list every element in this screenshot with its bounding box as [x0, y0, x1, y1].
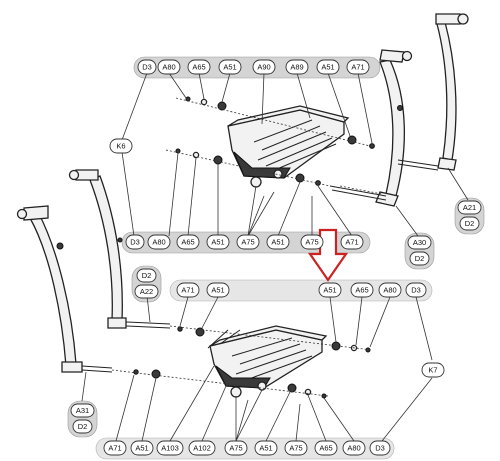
part-a51-mid	[213, 155, 223, 165]
label-mid-4: A75	[241, 238, 254, 247]
label-b-5: A51	[259, 444, 272, 453]
lower-pedal	[209, 325, 328, 398]
part-a80-top	[185, 96, 191, 102]
label-b-9: D3	[375, 444, 385, 453]
label-a31-d2: D2	[78, 422, 88, 431]
label-b-1: A51	[135, 444, 148, 453]
label-b-8: A80	[347, 444, 360, 453]
label-b-3: A102	[193, 444, 211, 453]
stack-a21: A21 D2	[457, 200, 482, 231]
upper-outer-arm	[435, 13, 469, 171]
label-mid-5: A51	[271, 238, 284, 247]
part-a65-top	[200, 98, 208, 106]
label-mid-7: A71	[345, 238, 358, 247]
label-k6: K6	[116, 142, 125, 151]
label-lt-2: A51	[323, 286, 336, 295]
label-b-6: A75	[289, 444, 302, 453]
upper-pedal	[227, 105, 350, 188]
label-mid-2: A65	[181, 238, 194, 247]
label-k7: K7	[428, 366, 437, 375]
label-top-0: D3	[142, 63, 152, 72]
label-mid-6: A75	[305, 238, 318, 247]
part-a51-bottom	[151, 369, 161, 379]
part-a51-top-right	[347, 135, 357, 145]
label-a22-d2: D2	[142, 271, 152, 280]
label-lt-4: A80	[383, 286, 396, 295]
label-top-4: A90	[257, 63, 270, 72]
label-top-1: A80	[162, 63, 175, 72]
lower-inner-arm	[68, 169, 127, 329]
part-a80-bottom	[321, 393, 327, 399]
stack-a22: D2 A22	[134, 268, 159, 299]
label-a30-d2: D2	[415, 254, 425, 263]
upper-leader-lines	[121, 72, 469, 237]
label-mid-0: D3	[130, 238, 140, 247]
bottom-row-labels: A71 A51 A103 A102 A75 A51 A75 A65 A80 D3	[103, 440, 391, 456]
label-a31: A31	[76, 406, 89, 415]
part-a51-lower	[195, 327, 205, 337]
label-mid-3: A51	[211, 238, 224, 247]
label-lt-0: A71	[181, 286, 194, 295]
stack-a30: A30 D2	[407, 235, 432, 266]
label-top-7: A71	[351, 63, 364, 72]
label-b-4: A75	[229, 444, 242, 453]
label-a30: A30	[413, 238, 426, 247]
label-b-7: A65	[319, 444, 332, 453]
label-mid-1: A80	[152, 238, 165, 247]
lower-outer-arm	[16, 205, 83, 373]
label-top-6: A51	[321, 63, 334, 72]
part-a71-lower	[177, 326, 183, 332]
label-a21: A21	[463, 203, 476, 212]
part-a51-mid-right	[295, 173, 305, 183]
label-top-3: A51	[223, 63, 236, 72]
label-b-0: A71	[108, 444, 121, 453]
part-a71-bottom	[133, 369, 139, 375]
label-lt-5: D3	[411, 286, 421, 295]
label-lt-3: A65	[355, 286, 368, 295]
direction-arrow	[307, 228, 349, 282]
label-top-5: A89	[290, 63, 303, 72]
mid-row-labels: D3 A80 A65 A51 A75 A51 A75 A71	[125, 234, 364, 250]
upper-inner-arm	[375, 49, 413, 207]
part-a71-top	[369, 143, 375, 149]
label-b-2: A103	[161, 444, 179, 453]
stack-a31: A31 D2	[70, 403, 95, 434]
lower-leader-lines	[81, 295, 433, 442]
part-a51-bottom-right	[287, 383, 297, 393]
label-a21-d2: D2	[465, 219, 475, 228]
label-top-2: A65	[192, 63, 205, 72]
label-lt-1: A51	[211, 286, 224, 295]
label-a22: A22	[140, 287, 153, 296]
lower-top-row-labels: A71 A51 A51 A65 A80 D3	[176, 282, 427, 298]
top-row-labels: D3 A80 A65 A51 A90 A89 A51 A71	[137, 59, 370, 75]
